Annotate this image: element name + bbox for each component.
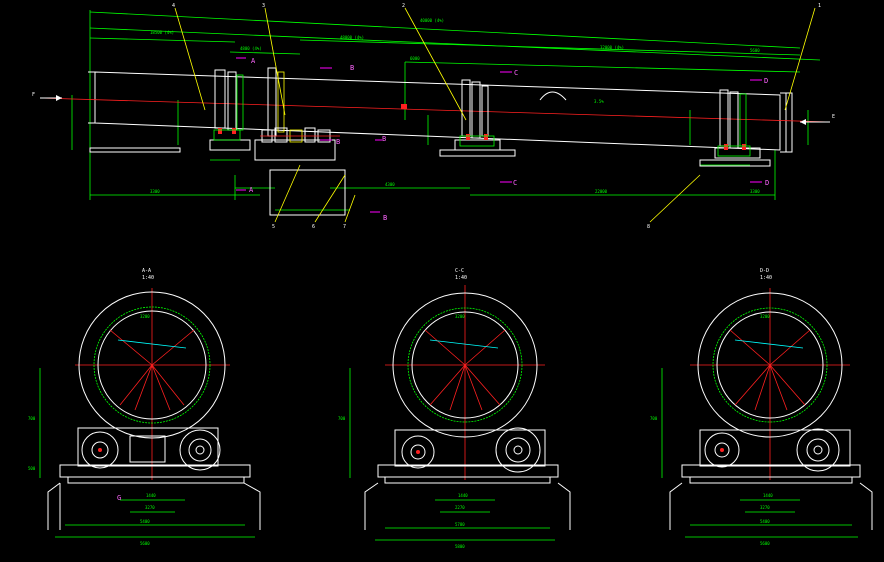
dim-text: 40000 (4%) xyxy=(420,18,444,23)
section-view-d-d: D-D 1:40 5400 5600 3270 xyxy=(650,268,873,546)
dim-text: 5780 xyxy=(455,522,465,527)
section-letter-g: G xyxy=(117,494,121,502)
dim-text: 18500 (4%) xyxy=(150,30,174,35)
section-scale: 1:40 xyxy=(760,275,772,281)
dim-text: 500 xyxy=(28,466,36,471)
dim-text: 32000 (4%) xyxy=(600,45,624,50)
section-letter-c: C xyxy=(514,69,518,77)
discharge-end-label: E xyxy=(832,114,835,120)
dim-text: 700 xyxy=(650,416,658,421)
part-number-3: 3 xyxy=(262,3,265,9)
drive-assembly xyxy=(260,127,340,143)
dim-text: 2270 xyxy=(455,505,465,510)
section-scale: 1:40 xyxy=(142,275,154,281)
dim-text: 5600 xyxy=(750,48,760,53)
dim-text: 5400 xyxy=(760,519,770,524)
section-view-a-a: A-A 1:40 5400 xyxy=(28,268,261,546)
section-title: D-D xyxy=(760,268,769,274)
tyre-2 xyxy=(461,79,489,139)
section-letter-b: B xyxy=(336,138,340,146)
section-letter-d: D xyxy=(764,77,768,85)
part-number-6: 6 xyxy=(312,224,315,230)
dim-text: 4300 xyxy=(385,182,395,187)
dim-text: 3200 xyxy=(140,314,150,319)
dim-text: 48000 (4%) xyxy=(340,35,364,40)
section-letter-b: B xyxy=(383,214,387,222)
kiln-elevation-view: F E 3.5% 4 3 2 1 5 6 7 8 18500 (4%) 4800… xyxy=(32,3,835,230)
dim-text: 700 xyxy=(28,416,36,421)
dim-text: 3200 xyxy=(455,314,465,319)
dim-text: 4800 (4%) xyxy=(240,46,262,51)
tyre-1 xyxy=(214,69,244,131)
dim-text: 1440 xyxy=(458,493,468,498)
part-number-8: 8 xyxy=(647,224,650,230)
dim-text: 3200 xyxy=(760,314,770,319)
dim-text: 5600 xyxy=(140,541,150,546)
dim-text: 3270 xyxy=(760,505,770,510)
part-number-5: 5 xyxy=(272,224,275,230)
feed-end-label: F xyxy=(32,92,35,98)
support-rollers xyxy=(213,128,751,157)
dim-text: 3270 xyxy=(145,505,155,510)
dim-text: 700 xyxy=(338,416,346,421)
section-letter-c: C xyxy=(513,179,517,187)
dim-text: 1440 xyxy=(146,493,156,498)
section-letter-a: A xyxy=(251,57,256,65)
dim-text: 6000 xyxy=(410,56,420,61)
dim-text: 5600 xyxy=(760,541,770,546)
section-title: A-A xyxy=(142,268,151,274)
section-letter-b: B xyxy=(350,64,354,72)
section-letter-b: B xyxy=(382,135,386,143)
part-number-7: 7 xyxy=(343,224,346,230)
dim-text: 22000 xyxy=(595,189,608,194)
section-scale: 1:40 xyxy=(455,275,467,281)
dim-text: 5800 xyxy=(455,544,465,549)
section-view-c-c: C-C 1:40 5780 5800 2270 xyxy=(338,268,571,549)
section-markers: A A B B B B C C D D xyxy=(236,57,769,222)
slope-label: 3.5% xyxy=(594,99,604,104)
dim-text: 3300 xyxy=(750,189,760,194)
section-letter-d: D xyxy=(765,179,769,187)
part-number-2: 2 xyxy=(402,3,405,9)
part-number-1: 1 xyxy=(818,3,821,9)
section-title: C-C xyxy=(455,268,464,274)
section-letter-a: A xyxy=(249,186,254,194)
dim-text: 5400 xyxy=(140,519,150,524)
dim-text: 1440 xyxy=(763,493,773,498)
dim-text: 3300 xyxy=(150,189,160,194)
part-number-4: 4 xyxy=(172,3,175,9)
